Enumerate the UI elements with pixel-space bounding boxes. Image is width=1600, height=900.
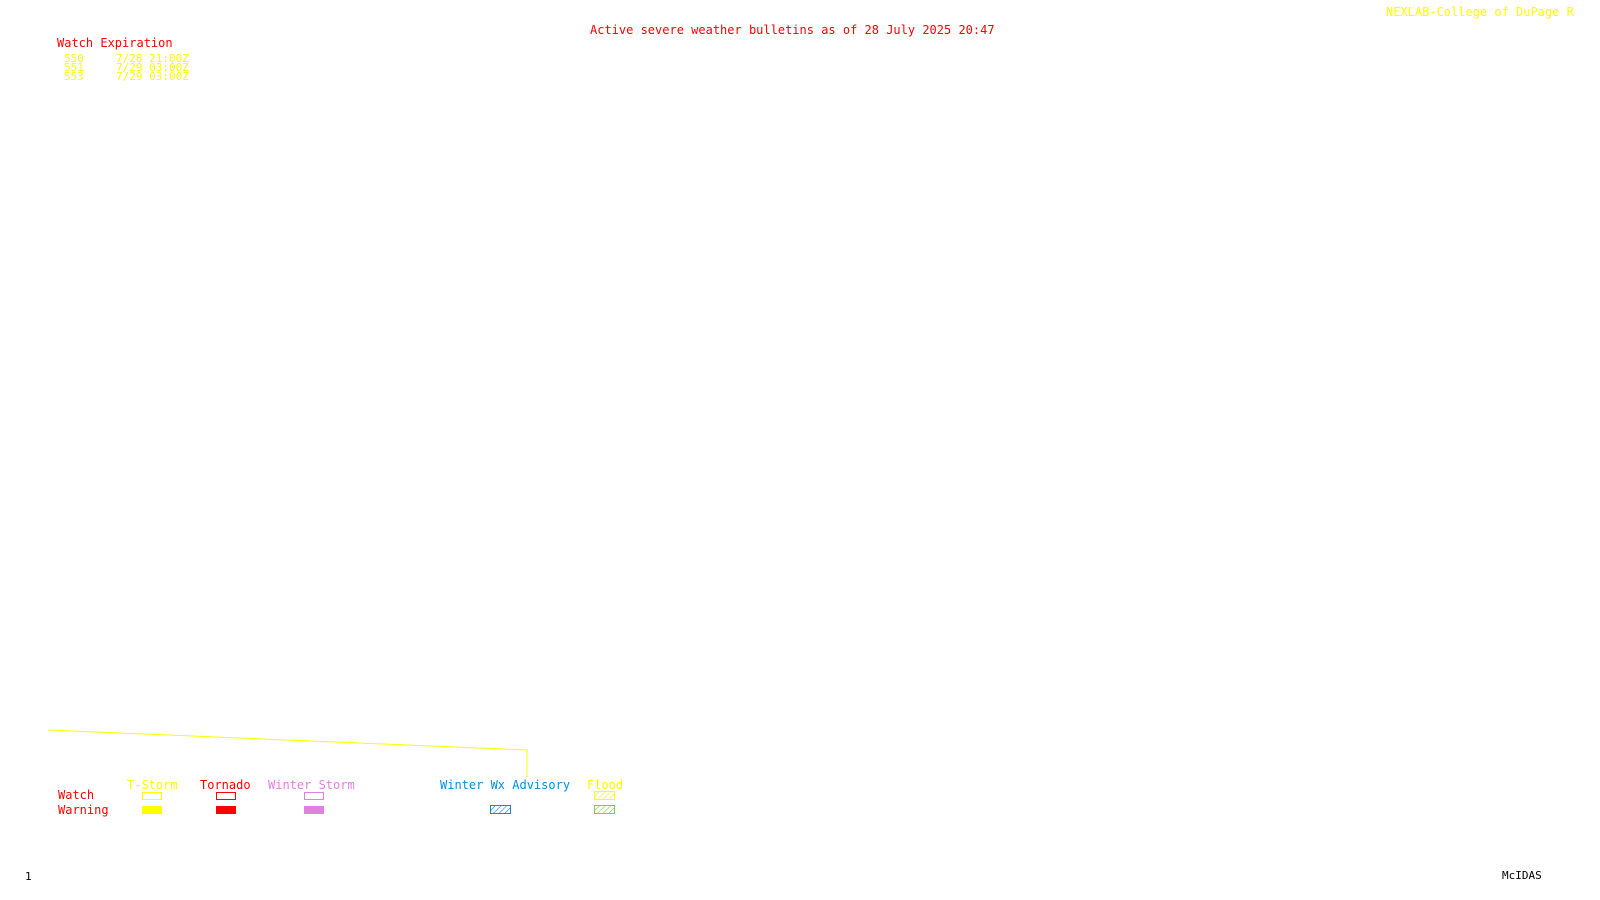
- watch-id: 553: [64, 70, 84, 83]
- watch-row: 553 7/29 03:00Z: [64, 70, 189, 83]
- watch-row: 550 7/28 21:00Z: [64, 52, 189, 65]
- watch-expires: 7/29 03:00Z: [116, 61, 189, 74]
- watch-id: 550: [64, 52, 84, 65]
- legend-tornado-label: Tornado: [200, 778, 251, 792]
- watch-expires: 7/28 21:00Z: [116, 52, 189, 65]
- legend-flood-label: Flood: [587, 778, 624, 792]
- legend-tstorm-label: T-Storm: [127, 778, 178, 792]
- watch-expiration-list: 550 7/28 21:00Z 551 7/29 03:00Z 553 7/29…: [64, 52, 189, 83]
- legend-tornado-warning-swatch: [216, 806, 236, 814]
- legend-flood-watch-swatch: [594, 791, 615, 800]
- legend-tornado-watch-swatch: [216, 792, 236, 800]
- legend-winter-advisory-swatch: [490, 805, 511, 814]
- legend-flood-warning-swatch: [594, 805, 615, 814]
- state-boundary-line: [47, 729, 528, 777]
- legend-watch-label: Watch: [58, 788, 95, 802]
- legend-tstorm-watch-swatch: [142, 792, 162, 800]
- legend-winter-storm-warning-swatch: [304, 806, 324, 814]
- legend-winter-advisory-label: Winter Wx Advisory: [440, 778, 571, 792]
- watch-expires: 7/29 03:00Z: [116, 70, 189, 83]
- bulletin-title: Active severe weather bulletins as of 28…: [590, 23, 995, 37]
- legend-winter-storm-watch-swatch: [304, 792, 324, 800]
- credit-label: NEXLAB-College of DuPage R: [1386, 5, 1574, 19]
- watch-expiration-heading: Watch Expiration: [57, 36, 173, 50]
- legend-tstorm-warning-swatch: [142, 806, 162, 814]
- watch-row: 551 7/29 03:00Z: [64, 61, 189, 74]
- watch-id: 551: [64, 61, 84, 74]
- legend-winter-storm-label: Winter Storm: [268, 778, 355, 792]
- software-label: McIDAS: [1502, 869, 1542, 882]
- frame-number: 1: [25, 870, 32, 883]
- legend-warning-label: Warning: [58, 803, 109, 817]
